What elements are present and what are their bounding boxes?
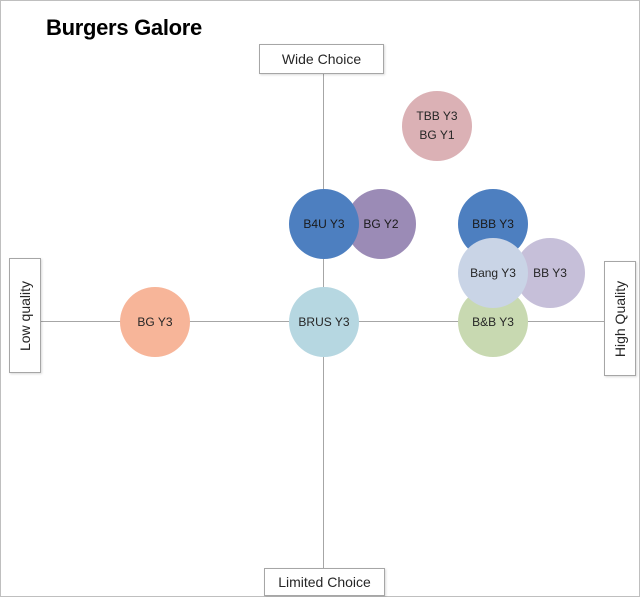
bubble: TBB Y3 BG Y1 <box>402 91 472 161</box>
axis-label-right-text: High Quality <box>612 280 629 357</box>
bubble: BRUS Y3 <box>289 287 359 357</box>
axis-label-left: Low quality <box>9 258 41 373</box>
bubble-label: BB Y3 <box>533 265 567 280</box>
axis-label-bottom: Limited Choice <box>264 568 385 596</box>
bubble-label: B4U Y3 <box>303 216 345 231</box>
bubble-label: B&B Y3 <box>472 314 514 329</box>
axis-label-top-text: Wide Choice <box>281 51 362 67</box>
bubble-label: BG Y1 <box>419 128 455 142</box>
bubble: Bang Y3 <box>458 238 528 308</box>
axis-label-bottom-text: Limited Choice <box>278 574 371 590</box>
bubble-label: BG Y2 <box>363 216 399 231</box>
chart-title: Burgers Galore <box>46 15 202 40</box>
bubble: BB Y3 <box>515 238 585 308</box>
bubble: BG Y3 <box>120 287 190 357</box>
bubble-label: TBB Y3 <box>416 109 458 123</box>
bubble-label: BBB Y3 <box>472 216 514 231</box>
axis-label-top: Wide Choice <box>259 44 384 74</box>
bubble-label: BG Y3 <box>137 314 173 329</box>
axis-label-left-text: Low quality <box>17 280 34 351</box>
bubble: B4U Y3 <box>289 189 359 259</box>
bubble-label: BRUS Y3 <box>298 314 350 329</box>
bubble-label: Bang Y3 <box>470 265 516 280</box>
axis-label-right: High Quality <box>604 261 636 376</box>
